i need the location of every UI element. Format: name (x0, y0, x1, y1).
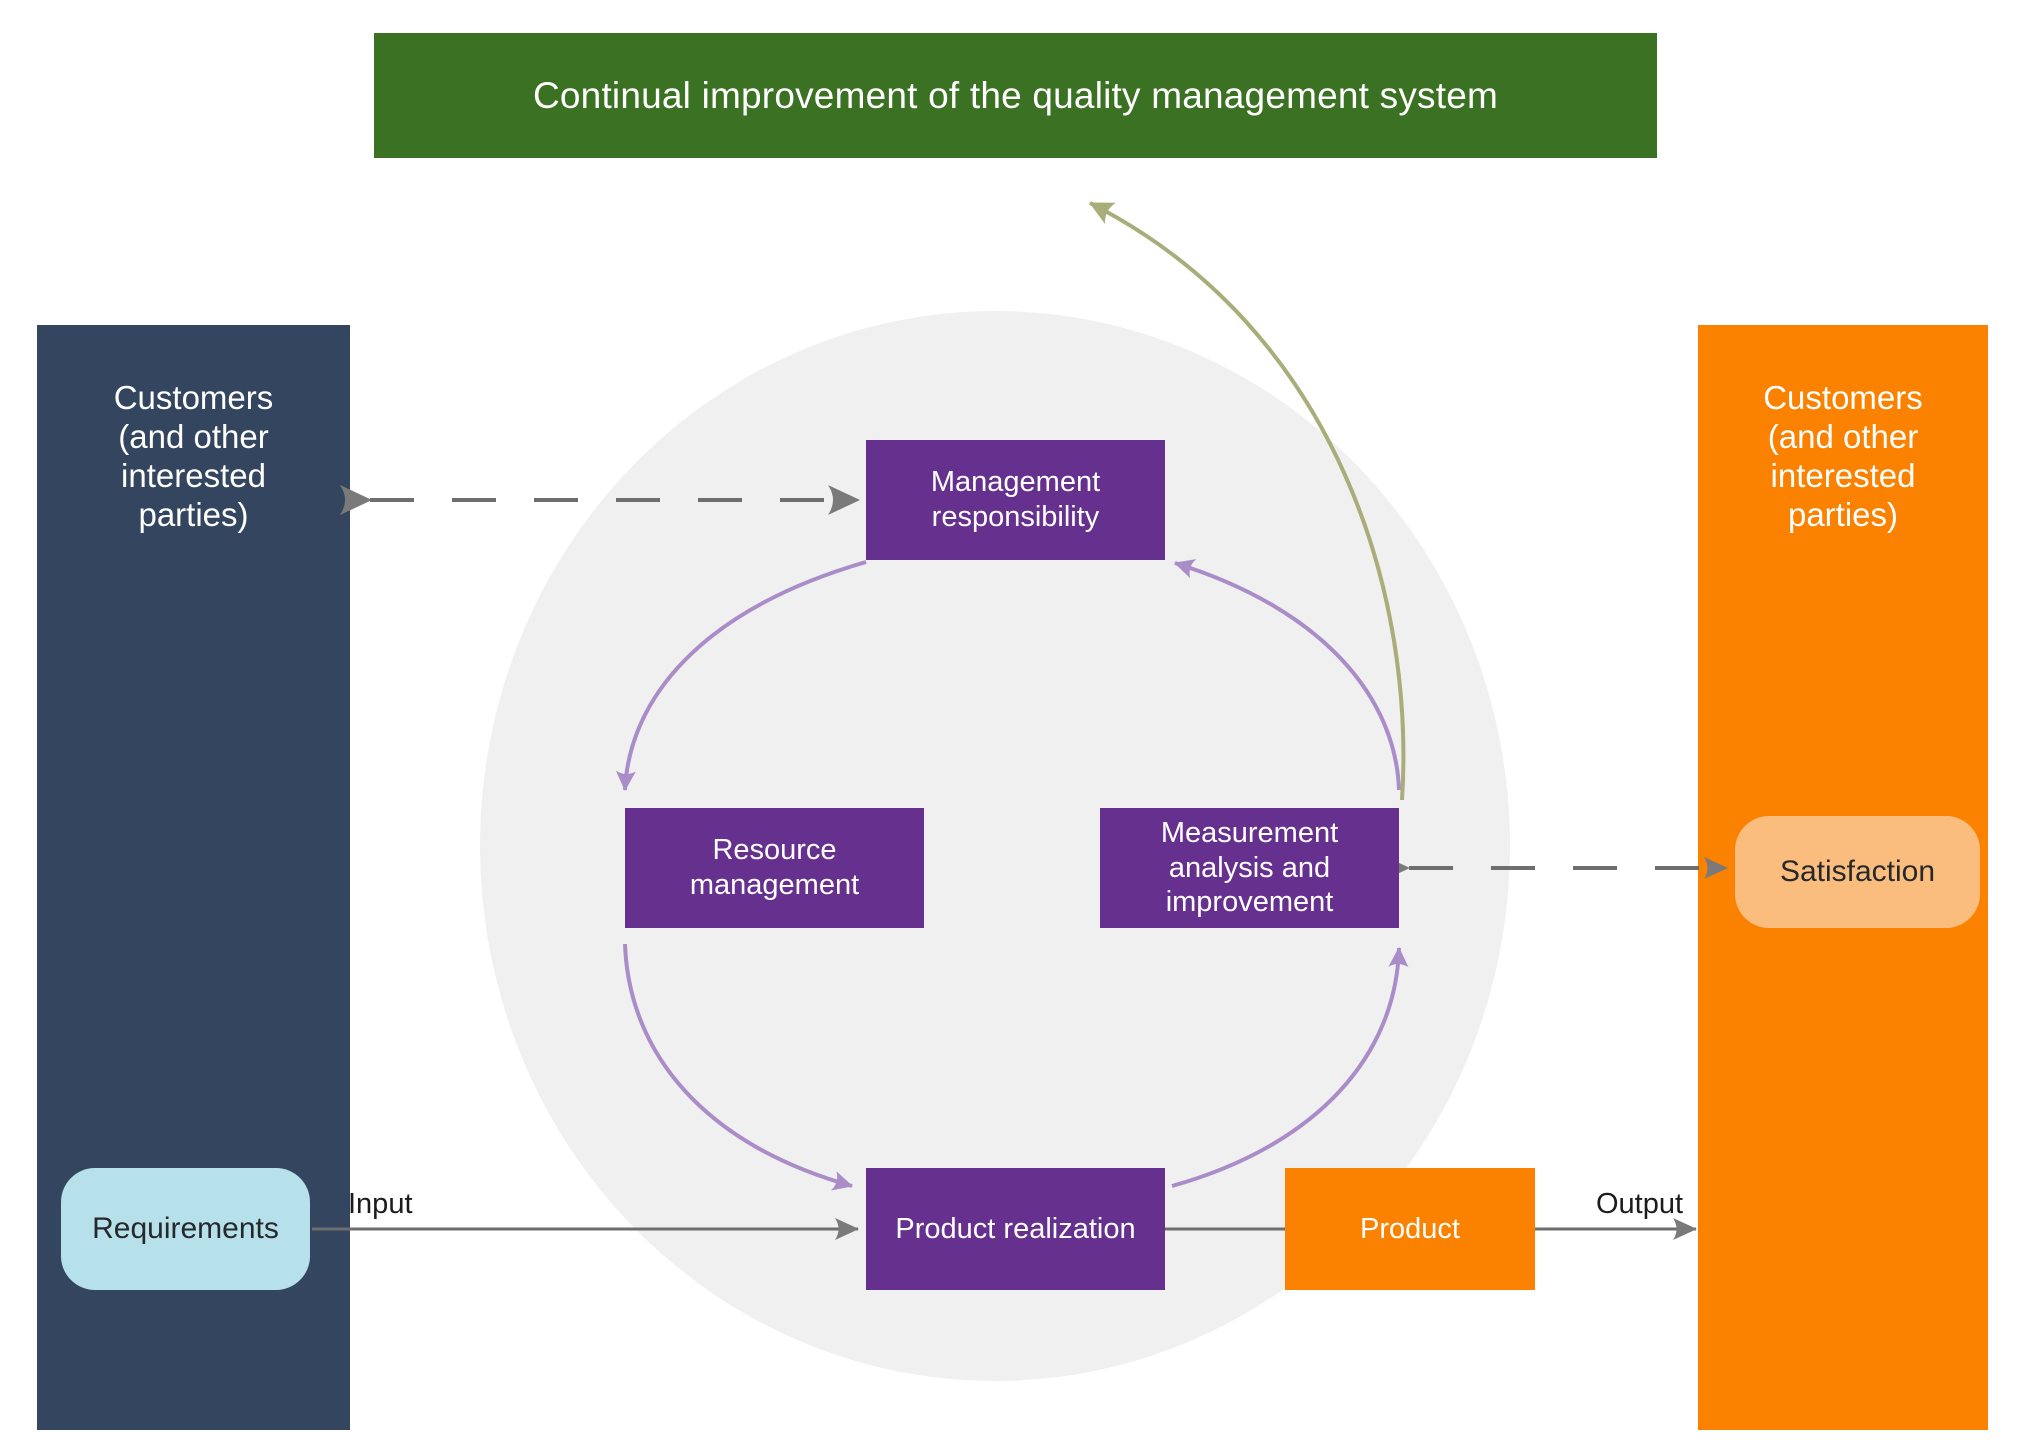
process-box-product-realization: Product realization (866, 1168, 1165, 1290)
satisfaction-pill: Satisfaction (1735, 816, 1980, 928)
satisfaction-label: Satisfaction (1779, 855, 1936, 888)
header-banner: Continual improvement of the quality man… (374, 33, 1657, 158)
process-box-resource-management: Resource management (625, 808, 924, 928)
requirements-pill: Requirements (61, 1168, 310, 1290)
process-box-product-realization-label: Product realization (895, 1212, 1136, 1245)
edge-label-output: Output (1596, 1188, 1684, 1220)
process-box-measurement-analysis-improvement-label: Measurement analysis and improvement (1160, 816, 1339, 919)
process-box-product-label: Product (1360, 1212, 1460, 1245)
process-box-management-responsibility: Management responsibility (866, 440, 1165, 560)
customers-panel-right-title: Customers (and other interested parties) (1763, 379, 1923, 533)
edge-label-input: Input (348, 1188, 413, 1220)
process-box-resource-management-label: Resource management (689, 834, 860, 901)
process-box-management-responsibility-label: Management responsibility (930, 466, 1101, 533)
requirements-label: Requirements (92, 1212, 279, 1245)
process-box-product: Product (1285, 1168, 1535, 1290)
process-box-measurement-analysis-improvement: Measurement analysis and improvement (1100, 808, 1399, 928)
customers-panel-left-title: Customers (and other interested parties) (113, 379, 274, 533)
page-title: Continual improvement of the quality man… (532, 74, 1499, 116)
